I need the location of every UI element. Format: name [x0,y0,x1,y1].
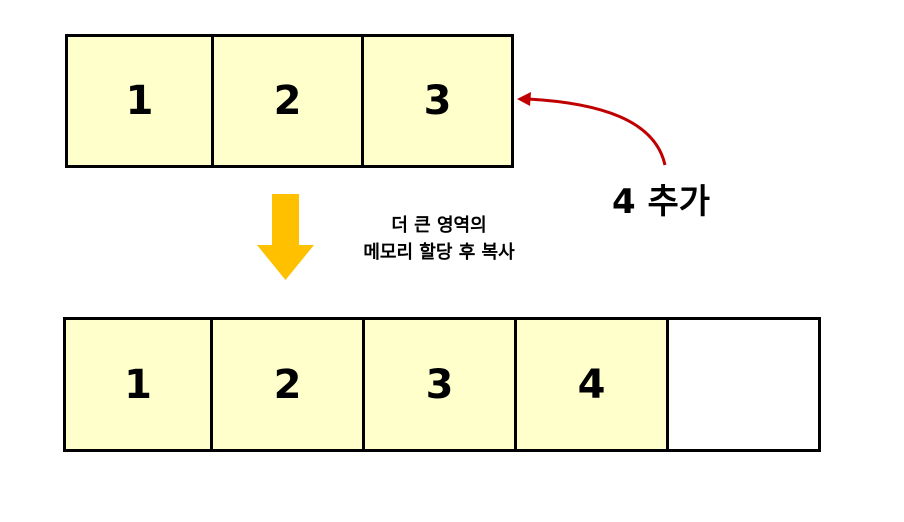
copy-caption-line-2: 메모리 할당 후 복사 [363,242,515,263]
array-after-cell-3: 3 [362,317,517,452]
copy-down-arrow-icon [257,194,314,280]
array-after-cell-1: 1 [63,317,213,452]
array-after-cell-4: 4 [514,317,669,452]
array-before-cell-3: 3 [361,34,514,168]
add-curve-arrowhead [517,92,531,106]
copy-caption: 더 큰 영역의 메모리 할당 후 복사 [332,212,546,266]
array-before-cell-1: 1 [65,34,214,168]
add-curve-arrow [527,97,667,166]
copy-caption-line-1: 더 큰 영역의 [391,215,487,236]
array-after-cell-2: 2 [210,317,365,452]
array-after: 1 2 3 4 [63,317,821,452]
array-after-cell-5-empty [666,317,821,452]
add-label: 4 추가 [612,182,711,222]
array-before-cell-2: 2 [211,34,364,168]
array-before: 1 2 3 [65,34,514,168]
